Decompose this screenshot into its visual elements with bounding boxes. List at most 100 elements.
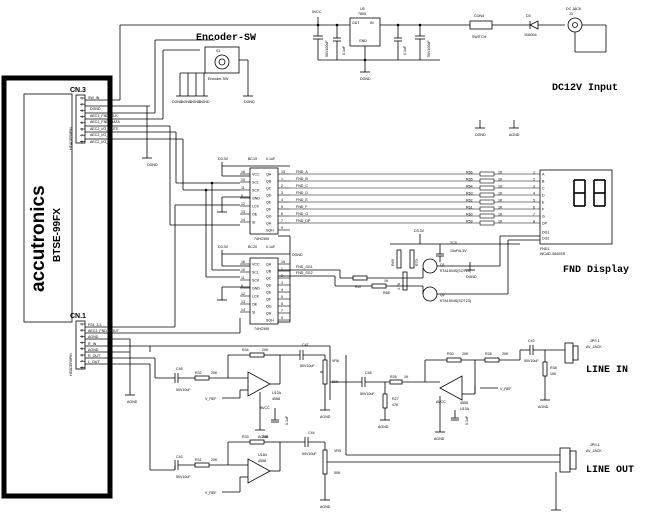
d3-ref: D3 [526,14,531,18]
tc5-ref: TC5 [450,241,457,245]
bc20pins-right-pin-number: 4 [281,288,283,292]
r27-val: 47K [392,403,399,407]
cn1-sig-2: AGND [88,335,99,339]
u11b-ref: U11B [258,453,267,457]
cn3pins-pin-number: 4 [81,115,83,119]
ic-bc19: D3.3V BC19 0.1uF 74HC595 16VCC10SCL11SCK… [217,157,290,241]
fnd-resistor-value: 1K [498,171,503,175]
cn3-sig-3: AEC2_FND_DATA [90,120,120,124]
bc19pins-right-pin-number: 3 [281,191,283,195]
fnd-ref: FND1 [540,247,549,251]
bc20pins-left-pin-number: 13 [241,300,245,304]
bc20pins-right-pin-name: SQH [266,319,274,323]
power-dgnd: DGND [360,77,371,81]
r32-ref: R32 [195,371,202,375]
fnd-resistor-value: 1K [498,178,503,182]
bc20pins-left-pin-number: 10 [241,268,245,272]
c43-ref: C43 [176,455,183,459]
encoder-ref: S1 [216,49,220,53]
encoder-switch: Encoder-SW S1 Encoder-SW DGND DGND DGND … [172,32,256,104]
r70-ref: R70 [415,259,419,266]
fnd-resistor-value: 1K [498,206,503,210]
cn1-sig-3: R_IN [88,342,97,346]
bc19pins-left-pin-name: SI [252,221,255,225]
bc20pins-left-pin-number: 8 [241,284,243,288]
fnd-pin-name: D [542,194,545,198]
line-in-stage-right: C46 50V10uF R26 1K AGND R27 47K U13A 455… [329,339,628,441]
bc20pins-left-pin-number: 14 [241,308,245,312]
cn1pins-pin-number: 5 [81,347,83,351]
bc20pins-right-pin-number: 6 [281,302,283,306]
encoder-dgnd-right: DGND [244,100,255,104]
u12a-agnd: AGND [258,435,269,439]
u13a-ref: U13A [460,407,470,411]
bc19pins-left-pin-number: 12 [241,202,245,206]
c47-ref: C47 [302,343,309,347]
u12a-vref: V_REF [205,397,217,401]
c45-ref: C45 [176,367,183,371]
d3-part: 1N4004 [524,33,537,37]
r30-val: 20K [462,352,469,356]
c42-val: 50V10uF [524,359,539,363]
fnd-resistor-value: 1K [498,199,503,203]
driver-dgnd: DGND [466,275,477,279]
cn3-sig-1: DGND [90,107,101,111]
fnd-pin-name: DG1 [542,231,549,235]
fnd-driver: D3.3V TC5 10uF/6.3V DGND R69 R70 4.7K Q1… [278,229,540,303]
bc20pins-right-pin-name: QC [266,277,272,281]
bc19pins-left-pin-number: 8 [241,194,243,198]
r27-agnd: AGND [378,425,389,429]
fnd-net-label: FND_C [296,184,308,188]
bc19-ref: BC19 [248,157,257,161]
j3-ref: J3 [569,12,573,16]
r27-ref: R27 [392,397,399,401]
bc19pins-left-pin-name: OE [252,213,258,217]
bc20pins-right-pin-number: 15 [281,260,285,264]
q2-ref: Q2 [440,293,445,297]
switch-label: SWITCH [472,35,487,39]
bc20pins-left-pin-name: LCK [252,295,260,299]
fnd-net-label: FND_F [296,205,308,209]
misc-agnd: AGND [509,133,520,137]
q1-ref: Q1 [440,263,445,267]
cn3-sig-4: AEC2_I/O_MUTE [90,127,119,131]
fnd-pin-name: B [542,180,545,184]
fnd-pin-name: C [542,187,545,191]
bc20pins-right-pin-name: QD [266,284,272,288]
cn1-sig-1: AEC3_FND_DOUT [88,329,120,333]
cn3pins-pin-number: 1 [81,96,83,100]
bc19pins-right-pin-name: QE [266,201,272,205]
u11b-vref: V_REF [205,491,217,495]
fnd-pin-number: 1 [533,171,535,175]
fnd-net-label: FND_D [296,191,308,195]
encoder-gnd-2: DGND [190,100,201,104]
bc19pins-left-pin-number: 16 [241,170,245,174]
bc19pins-right-pin-name: QH [266,222,272,226]
bc20pins-left-pin-name: GND [252,287,260,291]
r34-val: 20K [262,348,269,352]
bc20pins-right-pin-name: QB [266,270,272,274]
fnd-resistor [479,199,495,205]
fnd-resistor-ref: R63 [466,192,473,196]
dc-jack-label: DC JACK [566,7,582,11]
fnd-resistor [479,192,495,198]
u5-in: IN [370,21,374,25]
u5-ref: U5 [360,7,365,11]
fnd-resistor-value: 1K [498,220,503,224]
r31-val: 20K [211,458,218,462]
u5-part: 7805 [358,12,366,16]
fnd-pin-number: 4 [533,192,535,196]
c44-val: 50V10uF [302,452,317,456]
fnd-resistor [479,206,495,212]
bc20pins-left-pin-number: 12 [241,292,245,296]
r38-agnd: AGND [538,405,549,409]
bc19pins-left-pin-number: 11 [241,186,245,190]
cn1pins-pin-number: 3 [81,335,83,339]
line-in-stage-left: C45 50V10uF R32 20K U12A 4558 R34 20K C4… [155,343,339,439]
cn3-sig-2: AEC3_FND_CLK [90,114,118,118]
fnd-resistor [479,220,495,226]
q1-part: KTA1504S(SOT23) [440,269,471,273]
